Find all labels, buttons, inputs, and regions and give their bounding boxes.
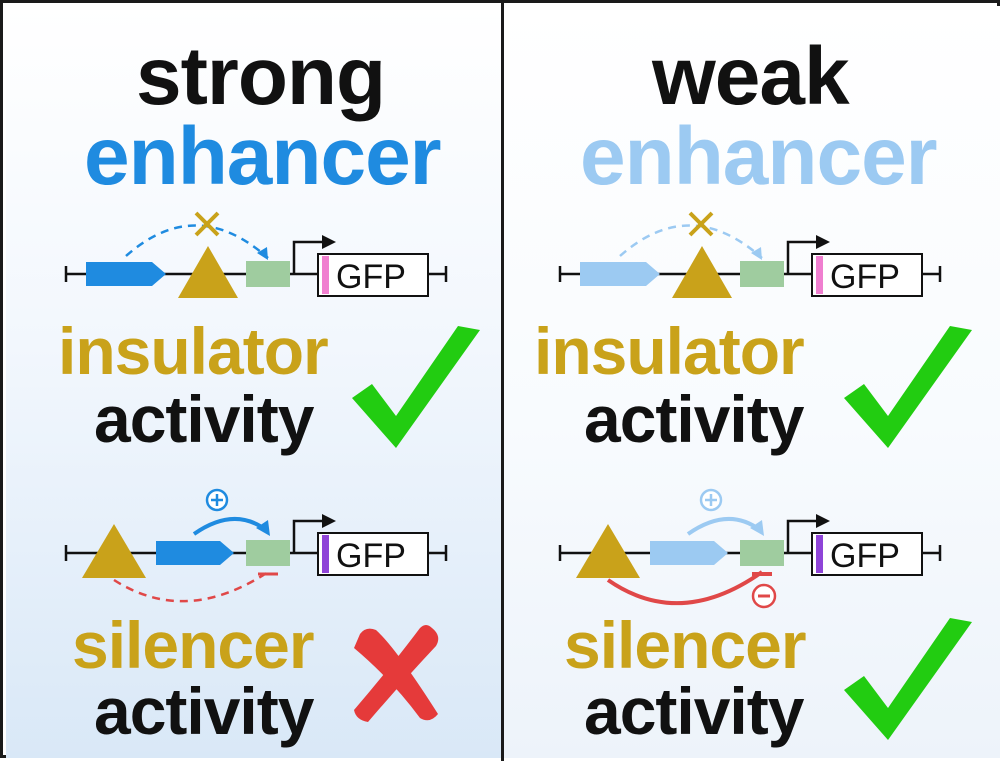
panel-subtitle-enhancer: enhancer — [84, 111, 442, 202]
gfp-reporter-box — [317, 532, 429, 576]
gfp-label: GFP — [336, 258, 406, 296]
insulator-activity-label: activity — [94, 382, 314, 456]
insulator-construct-diagram: GFP — [64, 211, 448, 298]
arrowhead — [322, 235, 336, 249]
panel-subtitle-enhancer: enhancer — [580, 111, 938, 202]
reporter-band — [322, 256, 329, 294]
panel-divider — [501, 3, 504, 761]
blocked-activation-arrow — [619, 224, 763, 259]
promoter-element — [740, 540, 784, 566]
gfp-reporter-box — [811, 253, 923, 297]
gfp-reporter-box — [317, 253, 429, 297]
strong-enhancer-panel: strong enhancer GFP insulator activity — [6, 6, 501, 758]
arrowhead — [257, 247, 268, 260]
repression-arc — [606, 570, 764, 606]
check-icon — [844, 326, 972, 448]
insulator-element — [178, 246, 238, 298]
gfp-label: GFP — [830, 258, 900, 296]
panel-title-weak: weak — [652, 31, 850, 122]
silencer-construct-diagram: GFP — [64, 488, 448, 603]
insulator-element — [672, 246, 732, 298]
enhancer-element — [650, 541, 728, 565]
silencer-construct-diagram: GFP — [558, 488, 942, 609]
promoter-element — [246, 261, 290, 287]
gfp-reporter-box — [811, 532, 923, 576]
arrowhead — [751, 247, 762, 260]
silencer-label: silencer — [564, 608, 806, 682]
insulator-label: insulator — [58, 314, 329, 388]
silencer-activity-label: activity — [584, 674, 804, 748]
enhancer-element — [156, 541, 234, 565]
blocked-repression-arc — [113, 570, 269, 603]
weak-enhancer-panel: weak enhancer GFP insulator activity — [504, 6, 1000, 758]
silencer-activity-label: activity — [94, 674, 314, 748]
check-icon — [352, 326, 480, 448]
block-x-mark — [688, 211, 714, 237]
reporter-band — [322, 535, 329, 573]
promoter-element — [740, 261, 784, 287]
insulator-label: insulator — [534, 314, 805, 388]
block-x-mark — [194, 211, 220, 237]
transcription-start-arrow — [292, 240, 324, 274]
gfp-label: GFP — [336, 537, 406, 575]
silencer-element — [82, 524, 146, 578]
reporter-band — [816, 535, 823, 573]
arrowhead — [816, 235, 830, 249]
enhancer-element — [86, 262, 166, 286]
transcription-start-arrow — [786, 240, 818, 274]
reporter-band — [816, 256, 823, 294]
insulator-activity-label: activity — [584, 382, 804, 456]
enhancer-element — [580, 262, 660, 286]
arrowhead — [322, 514, 336, 528]
activation-arrow — [192, 517, 268, 536]
transcription-start-arrow — [786, 519, 818, 553]
promoter-element — [246, 540, 290, 566]
gfp-label: GFP — [830, 537, 900, 575]
arrowhead — [816, 514, 830, 528]
silencer-label: silencer — [72, 608, 314, 682]
transcription-start-arrow — [292, 519, 324, 553]
blocked-activation-arrow — [125, 224, 269, 259]
silencer-element — [576, 524, 640, 578]
cross-icon — [354, 625, 439, 722]
arrowhead — [750, 520, 764, 536]
panel-title-strong: strong — [136, 31, 386, 122]
insulator-construct-diagram: GFP — [558, 211, 942, 298]
activation-arrow — [686, 517, 762, 536]
arrowhead — [256, 520, 270, 536]
check-icon — [844, 618, 972, 740]
